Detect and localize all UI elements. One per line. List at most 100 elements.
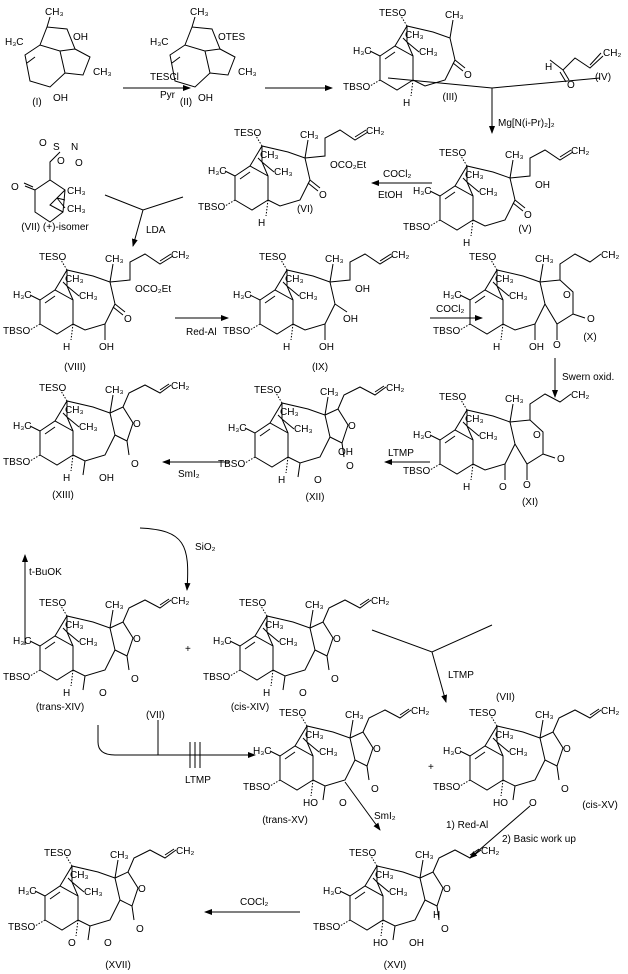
reagent-cocl2: COCl₂ xyxy=(436,304,464,315)
atom-label-tbso: TBSO xyxy=(198,202,225,213)
atom-label-oh-low: O xyxy=(104,938,112,949)
atom-label-h3c: H₃C xyxy=(323,886,342,897)
substituent-bonds xyxy=(82,598,172,691)
atom-label-me-a: CH₃ xyxy=(465,414,484,425)
atom-label-teso: TESO xyxy=(379,8,406,19)
atom-label-side: OCO₂Et xyxy=(330,160,366,171)
atom-label-me-b: CH₃ xyxy=(79,422,98,433)
substituent-bonds xyxy=(324,253,394,340)
atom-label-teso: TESO xyxy=(439,392,466,403)
atom-label-tbso: TBSO xyxy=(8,922,35,933)
atom-label-tbso: TBSO xyxy=(3,672,30,683)
atom-label-h: H xyxy=(545,62,552,73)
atom-label-o3: O xyxy=(75,158,83,169)
atom-label-tbso: TBSO xyxy=(3,457,30,468)
atom-label-oh2: OH xyxy=(198,93,213,104)
atom-label-me-c: CH₃ xyxy=(105,254,124,265)
atom-label-oh-low: O xyxy=(529,798,537,809)
substituent-bonds xyxy=(104,253,174,340)
atom-label-me-b: CH₃ xyxy=(279,637,298,648)
atom-label-co3: O xyxy=(523,480,531,491)
reagent-smi2: SmI₂ xyxy=(178,469,200,480)
atom-label-me-b: CH₃ xyxy=(509,747,528,758)
reagents: TESCl Pyr Mg[N(i-Pr)₂]₂ COCl₂ EtOH LDA R… xyxy=(29,72,614,908)
atom-label-h: HO xyxy=(493,798,508,809)
arrow-trans-xiv-blocked xyxy=(97,725,256,758)
atom-label-h: H xyxy=(263,688,270,699)
atom-label-h: H xyxy=(63,342,70,353)
substituent-bonds xyxy=(449,19,466,72)
atom-label-ch2: CH₂ xyxy=(171,596,189,607)
atom-label-tbso: TBSO xyxy=(403,466,430,477)
atom-label-h3c: H₃C xyxy=(213,636,232,647)
atom-label-me-c: CH₃ xyxy=(320,387,339,398)
atom-label-lo1: O xyxy=(373,744,381,755)
atom-label-ch2: CH₂ xyxy=(371,596,389,607)
atom-label-me-b: CH₃ xyxy=(479,431,498,442)
substituent-bonds xyxy=(392,848,482,941)
atom-label-lo1: O xyxy=(133,419,141,430)
atom-label-me-c: CH₃ xyxy=(505,150,524,161)
atom-label-ketone: O xyxy=(124,314,132,325)
compound-label: (XVII) xyxy=(105,960,131,971)
reagent-pyr: Pyr xyxy=(160,90,176,101)
atom-label-oh1: OTES xyxy=(218,32,246,43)
atom-label-tbso: TBSO xyxy=(433,326,460,337)
arrow-iii-iv-to-v xyxy=(387,77,601,133)
atom-label-lo1: O xyxy=(333,634,341,645)
atom-label-h: H xyxy=(493,342,500,353)
reagent-ltmp: LTMP xyxy=(185,775,211,786)
atom-label-oh-low: OH xyxy=(99,342,114,353)
substituent-bonds xyxy=(512,708,602,801)
atom-label-lo2: O xyxy=(136,924,144,935)
reagent-ltmp: LTMP xyxy=(448,670,474,681)
compound-label: (VI) xyxy=(297,204,313,215)
stereo-bonds xyxy=(339,855,384,937)
atom-label-co2: O xyxy=(557,454,565,465)
substituent-bonds xyxy=(322,708,412,801)
atom-label-lo1: O xyxy=(133,634,141,645)
stereo-bonds xyxy=(29,605,74,687)
stereo-bonds xyxy=(244,392,289,474)
arrow-xiii-to-xiv xyxy=(139,527,191,591)
atom-label-me-b: CH₃ xyxy=(509,291,528,302)
compound-label: (XIII) xyxy=(52,490,74,501)
atom-label-me-top: CH₃ xyxy=(45,7,64,18)
atom-label-me-a: CH₃ xyxy=(305,730,324,741)
atom-label-me1: CH₃ xyxy=(67,186,86,197)
atom-label-oh-mid: OH xyxy=(338,447,353,458)
atom-label-me-a: CH₃ xyxy=(65,620,84,631)
atom-label-me-a: CH₃ xyxy=(465,170,484,181)
substituent-bonds xyxy=(87,848,177,941)
atom-label-teso: TESO xyxy=(469,252,496,263)
atom-label-ch2: CH₂ xyxy=(481,846,499,857)
arrow-trans-xv-to-xvi xyxy=(344,781,381,831)
atom-label-me-c: CH₃ xyxy=(445,10,464,21)
reagent-red-al: 1) Red-Al xyxy=(446,820,488,831)
compound-label: (VII) (+)-isomer xyxy=(21,222,89,233)
atom-label-teso: TESO xyxy=(254,385,281,396)
atom-label-co2: O xyxy=(587,314,595,325)
atom-label-oh1: OH xyxy=(73,32,88,43)
reagent-mg-amide: Mg[N(i-Pr)₂]₂ xyxy=(498,118,555,129)
atom-label-h3c: H₃C xyxy=(413,186,432,197)
substituent-bonds xyxy=(534,253,602,340)
atom-label-teso: TESO xyxy=(349,848,376,859)
atom-label-lo1: O xyxy=(563,744,571,755)
substituent-bonds xyxy=(282,598,372,691)
atom-label-me-b: CH₃ xyxy=(389,887,408,898)
atom-label-lo2: O xyxy=(346,461,354,472)
stereo-bonds xyxy=(369,15,414,97)
atom-label-me-top: CH₃ xyxy=(190,7,209,18)
plus-sign: + xyxy=(185,644,191,655)
stereo-bonds xyxy=(229,605,274,687)
atom-label-h3c: H₃C xyxy=(443,290,462,301)
reagent-swern: Swern oxid. xyxy=(562,372,614,383)
atom-label-so2: S xyxy=(53,142,60,153)
atom-label-me-a: CH₃ xyxy=(375,870,394,881)
